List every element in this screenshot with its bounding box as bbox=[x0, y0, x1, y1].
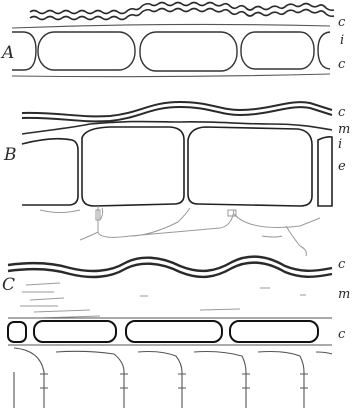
panel-b-cell-left bbox=[22, 139, 78, 205]
panel-b-cell-1 bbox=[82, 127, 184, 206]
panel-c-cell-3 bbox=[230, 321, 318, 342]
panel-a-layer-label-c-bottom: c bbox=[338, 57, 346, 72]
panel-c-label: C bbox=[2, 275, 15, 295]
panel-c-cell-left bbox=[8, 322, 26, 342]
panel-b-cell-right bbox=[318, 137, 332, 206]
panel-c-stipple bbox=[20, 283, 306, 318]
panel-b-layer-label-i: i bbox=[338, 137, 342, 152]
panel-a-wall-top bbox=[12, 24, 330, 28]
panel-c-cell-2 bbox=[126, 321, 222, 342]
panel-c-layer-label-m: m bbox=[338, 287, 350, 302]
panel-b-layer-label-c: c bbox=[338, 105, 346, 120]
panel-a: A c i c bbox=[0, 3, 346, 77]
panel-a-label: A bbox=[0, 43, 14, 63]
panel-a-layer-label-c-top: c bbox=[338, 15, 346, 30]
panel-a-wall-bottom bbox=[12, 74, 330, 77]
panel-a-cell-1 bbox=[38, 32, 135, 70]
panel-b: B c m i e bbox=[3, 102, 350, 256]
panel-a-cell-2 bbox=[140, 32, 237, 71]
panel-a-cell-left-edge bbox=[12, 32, 36, 70]
panel-b-layer-label-e: e bbox=[338, 159, 346, 174]
panel-a-cuticle-outer bbox=[30, 3, 334, 14]
panel-c-junction-beads bbox=[40, 374, 308, 388]
panel-c-layer-label-c-top: c bbox=[338, 257, 346, 272]
panel-a-layer-label-i: i bbox=[340, 33, 344, 48]
panel-a-cell-right-edge bbox=[318, 32, 330, 69]
panel-b-lower-cells bbox=[40, 206, 320, 256]
panel-c-cell-1 bbox=[34, 321, 116, 342]
panel-b-layer-label-m: m bbox=[338, 122, 350, 137]
panel-b-label: B bbox=[3, 145, 17, 165]
panel-b-cell-2 bbox=[188, 127, 312, 206]
panel-a-cell-3 bbox=[241, 32, 314, 69]
panel-c: C c m c bbox=[2, 257, 350, 408]
panel-c-lower-arches bbox=[14, 348, 332, 408]
panel-c-layer-label-c-bottom: c bbox=[338, 327, 346, 342]
